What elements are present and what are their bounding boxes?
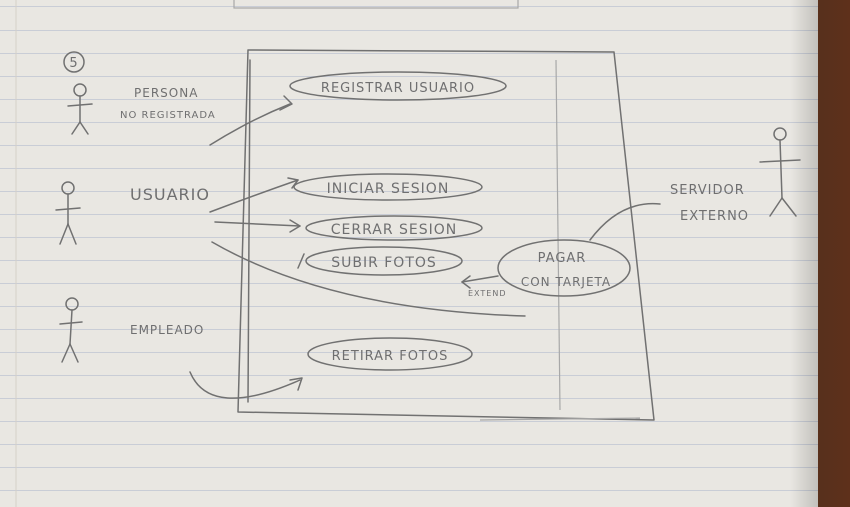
- use-case-subir-label: SUBIR FOTOS: [331, 255, 437, 271]
- assoc-usuario-pagar: [211, 241, 526, 317]
- assoc-usuario-subir: [297, 253, 305, 269]
- actor-persona: [67, 83, 93, 135]
- notebook-page: [0, 0, 818, 507]
- actor-empleado-label: EMPLEADO: [130, 323, 204, 337]
- use-case-retirar-label: RETIRAR FOTOS: [332, 349, 449, 364]
- top-box-remnant: [233, 0, 519, 9]
- assoc-empleado-retirar: [189, 371, 301, 399]
- actor-empleado: [59, 297, 83, 363]
- diagram-number: 5: [69, 56, 78, 71]
- system-boundary-left-line: [247, 59, 251, 403]
- actor-servidor-label-1: SERVIDOR: [670, 183, 745, 198]
- assoc-usuario-iniciar: [209, 179, 299, 213]
- actor-usuario-label: USUARIO: [130, 185, 210, 204]
- use-case-iniciar-ellipse: [293, 173, 483, 201]
- use-case-subir-ellipse: [305, 246, 463, 276]
- actor-servidor: [759, 127, 801, 217]
- arrowhead-iniciar: [287, 177, 299, 189]
- actor-persona-label-2: NO REGISTRADA: [120, 110, 216, 121]
- bottom-pencil-stroke: [479, 417, 641, 421]
- extend-label: EXTEND: [468, 289, 506, 298]
- extend-arrowhead: [461, 275, 471, 289]
- diagram-number-circle: [63, 51, 85, 73]
- actor-servidor-label-2: EXTERNO: [680, 209, 749, 224]
- use-case-cerrar-ellipse: [305, 215, 483, 241]
- system-boundary: [237, 49, 655, 421]
- use-case-registrar-label: REGISTRAR USUARIO: [321, 81, 475, 96]
- use-case-pagar-label-2: CON TARJETA: [521, 275, 611, 289]
- assoc-usuario-cerrar: [214, 221, 301, 227]
- system-divider-line: [555, 59, 561, 411]
- arrowhead-cerrar: [289, 219, 301, 233]
- use-case-registrar-ellipse: [289, 71, 507, 101]
- page-edge-shadow: [790, 0, 850, 507]
- actor-usuario: [55, 181, 81, 245]
- use-case-pagar-ellipse: [497, 239, 631, 297]
- assoc-servidor-pagar: [589, 202, 661, 241]
- arrowhead-retirar: [289, 377, 303, 391]
- actor-persona-label-1: PERSONA: [134, 86, 198, 100]
- use-case-cerrar-label: CERRAR SESION: [331, 222, 458, 238]
- use-case-iniciar-label: INICIAR SESION: [327, 181, 450, 197]
- use-case-pagar-label-1: PAGAR: [538, 251, 587, 266]
- arrowhead-registrar: [279, 95, 293, 111]
- assoc-persona-registrar: [209, 103, 291, 146]
- use-case-retirar-ellipse: [307, 337, 473, 371]
- extend-arrow: [461, 275, 499, 283]
